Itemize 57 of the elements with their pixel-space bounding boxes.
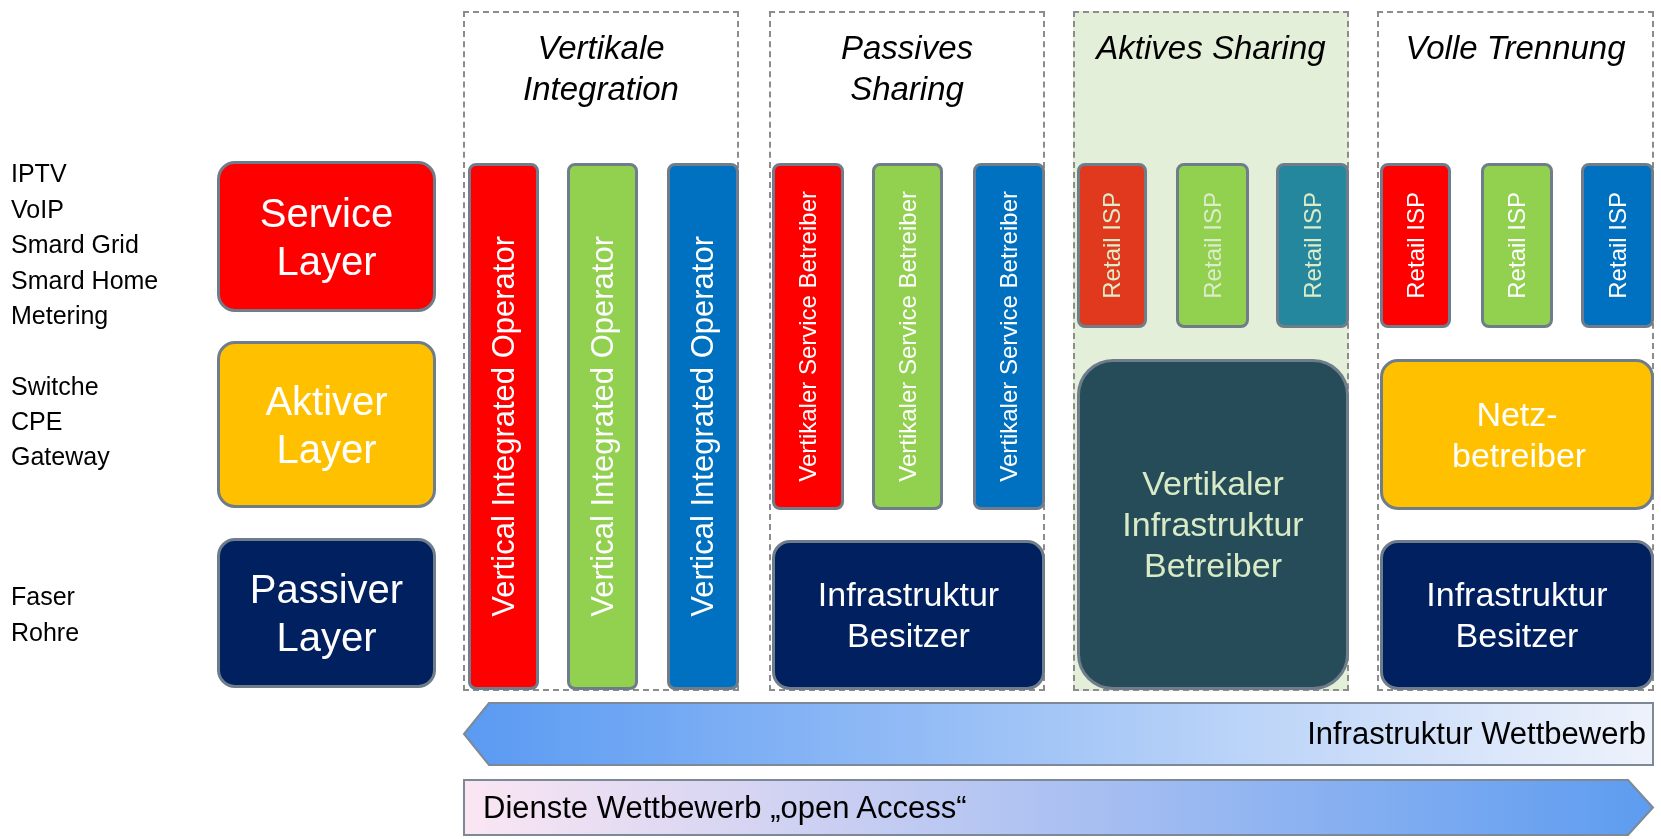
bar-label: Retail ISP bbox=[1098, 192, 1126, 299]
arrow-label: Infrastruktur Wettbewerb bbox=[1307, 716, 1646, 752]
vertical-bar bbox=[1380, 163, 1451, 328]
vertical-bar bbox=[468, 163, 539, 690]
bar-label: Retail ISP bbox=[1503, 192, 1531, 299]
layer-example-label: Smard Grid bbox=[11, 229, 139, 259]
layer-box bbox=[1077, 359, 1349, 690]
layer-example-label: Gateway bbox=[11, 441, 110, 471]
layer-box bbox=[217, 538, 436, 688]
bar-label: Vertical Integrated Operator bbox=[685, 236, 721, 617]
arrow-label: Dienste Wettbewerb „open Access“ bbox=[483, 789, 967, 826]
bar-label: Vertical Integrated Operator bbox=[584, 236, 621, 617]
bar-label: Vertikaler Service Betreiber bbox=[995, 191, 1023, 482]
box-label: Passiver Layer bbox=[248, 566, 405, 661]
vertical-bar bbox=[1176, 163, 1249, 328]
vertical-bar bbox=[872, 163, 943, 510]
bar-label: Vertikaler Service Betreiber bbox=[794, 191, 822, 482]
dashed-group-frame bbox=[463, 11, 739, 691]
vertical-bar bbox=[772, 163, 844, 510]
layer-example-label: Smard Home bbox=[11, 265, 159, 295]
vertical-bar bbox=[1481, 163, 1553, 328]
layer-example-label: Rohre bbox=[11, 617, 80, 647]
group-title: Aktives Sharing bbox=[1095, 28, 1327, 68]
dashed-group-frame bbox=[1377, 11, 1654, 691]
layer-example-label: Switche bbox=[11, 371, 99, 401]
group-title: Vertikale Integration bbox=[522, 28, 680, 109]
bar-label: Retail ISP bbox=[1401, 192, 1430, 299]
vertical-bar bbox=[667, 163, 739, 690]
layer-box bbox=[1380, 359, 1654, 510]
group-title: Volle Trennung bbox=[1404, 28, 1627, 68]
layer-example-label: VoIP bbox=[11, 194, 64, 224]
dashed-group-frame bbox=[769, 11, 1045, 691]
bar-label: Retail ISP bbox=[1298, 192, 1327, 299]
vertical-bar bbox=[1077, 163, 1147, 328]
vertical-bar bbox=[567, 163, 638, 690]
dashed-group-frame bbox=[1073, 11, 1349, 691]
vertical-bar bbox=[973, 163, 1045, 510]
vertical-bar bbox=[1276, 163, 1349, 328]
layer-example-label: Faser bbox=[11, 581, 75, 611]
bar-label: Retail ISP bbox=[1603, 192, 1632, 299]
box-label: Aktiver Layer bbox=[264, 377, 389, 473]
layer-example-label: Metering bbox=[11, 300, 109, 330]
box-label: Infrastruktur Besitzer bbox=[816, 574, 1001, 656]
layer-box bbox=[1380, 540, 1654, 690]
bar-label: Vertikaler Service Betreiber bbox=[893, 191, 922, 482]
layer-example-label: IPTV bbox=[11, 158, 67, 188]
layer-example-label: CPE bbox=[11, 406, 63, 436]
layer-box bbox=[772, 540, 1045, 690]
vertical-bar bbox=[1581, 163, 1654, 328]
bar-label: Vertical Integrated Operator bbox=[485, 236, 522, 617]
layer-box bbox=[217, 341, 436, 508]
group-title: Passives Sharing bbox=[839, 28, 975, 109]
box-label: Infrastruktur Besitzer bbox=[1425, 574, 1609, 656]
layer-box bbox=[217, 161, 436, 312]
bar-label: Retail ISP bbox=[1198, 192, 1227, 299]
box-label: Vertikaler Infrastruktur Betreiber bbox=[1121, 463, 1305, 586]
box-label: Service Layer bbox=[258, 189, 395, 285]
